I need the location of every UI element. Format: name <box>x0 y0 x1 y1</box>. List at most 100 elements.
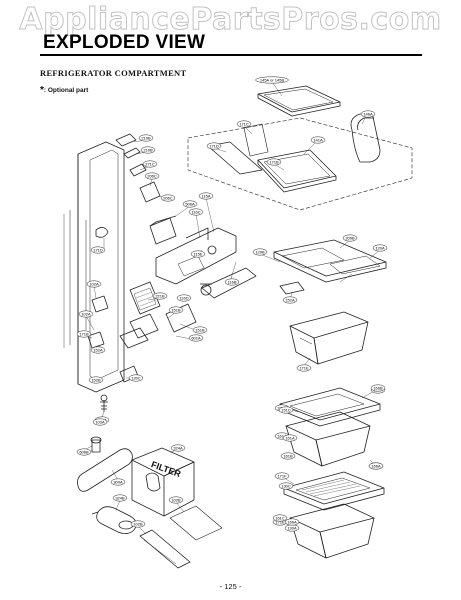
callout-bubble <box>272 514 288 522</box>
callout-label: 130A <box>287 526 297 531</box>
part-callout: 171B <box>76 330 92 338</box>
part-callout: 206C <box>144 172 160 180</box>
screws <box>100 394 108 412</box>
callout-label: 271C <box>145 162 155 167</box>
callout-bubble <box>140 146 156 154</box>
callout-label: 171C <box>239 122 249 127</box>
part-callout: 152A <box>282 296 298 304</box>
watermark-text: AppliancePartsPros.com <box>19 2 442 38</box>
callout-label: 324B <box>115 496 125 501</box>
callout-label: 141A <box>313 138 323 143</box>
part-callout: 152A <box>90 346 106 354</box>
callout-label: 116B <box>227 280 236 285</box>
page-number: - 125 - <box>219 582 242 591</box>
callout-label: 206C <box>163 196 173 201</box>
part-callout: 152B <box>88 376 104 384</box>
callout-bubble <box>176 294 192 302</box>
section-heading: REFRIGERATOR COMPARTMENT <box>40 68 187 78</box>
callout-group: 145A or 145B146A171C141A171D171B210B210B… <box>76 76 388 532</box>
page-title: EXPLODED VIEW <box>43 32 206 53</box>
callout-label: 171B <box>269 160 279 165</box>
part-callout: 151B <box>168 306 184 314</box>
callout-bubble <box>142 160 158 168</box>
callout-label: 152B <box>91 378 101 383</box>
callout-label: 324A <box>173 446 183 451</box>
middle-shelf <box>207 123 337 193</box>
cabinet-side-wall <box>63 141 125 393</box>
callout-label: 152A <box>93 348 103 353</box>
part-callout: 120C <box>128 374 144 382</box>
callout-label: 102A <box>89 282 99 287</box>
callout-bubble <box>90 246 106 254</box>
callout-bubble <box>188 208 204 216</box>
callout-bubble <box>252 248 268 256</box>
part-callout: 141A <box>310 136 326 144</box>
callout-bubble <box>224 278 240 286</box>
callout-bubble <box>76 330 92 338</box>
callout-bubble <box>310 136 326 144</box>
callout-label: 171D <box>93 248 103 253</box>
optional-part-note: *: Optional part <box>40 85 88 96</box>
callout-label: 161B <box>283 454 293 459</box>
part-callout: 102A <box>86 280 102 288</box>
callout-label: 506A <box>185 202 195 207</box>
callout-bubble <box>128 374 144 382</box>
part-callout: 206C <box>160 194 176 202</box>
callout-label: 200B <box>345 236 355 241</box>
part-callout: 601A <box>188 334 204 342</box>
callout-label: 151B <box>171 308 181 313</box>
callout-bubble <box>160 194 176 202</box>
filter-box <box>131 447 195 517</box>
callout-bubble <box>282 296 298 304</box>
part-callout: 130C <box>278 482 294 490</box>
water-filter <box>77 436 133 492</box>
callout-label: 166B <box>373 386 383 391</box>
callout-bubble <box>296 364 312 372</box>
callout-label: 171E <box>275 520 285 525</box>
callout-label: 171B <box>79 332 89 337</box>
callout-label: 206C <box>147 174 157 179</box>
callout-label: 130C <box>281 484 291 489</box>
callout-label: 115E <box>193 252 202 257</box>
callout-label: 606B <box>79 450 89 455</box>
callout-label: 300A <box>113 480 123 485</box>
callout-label: 151B <box>195 328 205 333</box>
part-callout: 151C <box>278 406 294 414</box>
callout-label: 161A <box>277 434 287 439</box>
part-callout: 300A <box>110 478 126 486</box>
part-callout: 116B <box>224 278 240 286</box>
part-callout: 171D <box>206 142 222 150</box>
callout-bubble <box>280 452 296 460</box>
callout-bubble <box>370 384 386 392</box>
part-callout: 271C <box>142 160 158 168</box>
callout-bubble <box>368 462 384 470</box>
part-callout: 161A <box>282 434 298 442</box>
part-callout: 171C <box>236 120 252 128</box>
callout-bubble <box>236 120 252 128</box>
control-parts <box>115 133 177 245</box>
callout-bubble <box>282 434 298 442</box>
control-box-assembly <box>155 227 257 299</box>
callout-bubble <box>170 444 186 452</box>
vegetable-drawer-cover <box>283 471 385 511</box>
shelf-group-outline <box>187 117 413 211</box>
callout-bubble <box>255 76 289 84</box>
callout-bubble <box>278 406 294 414</box>
part-callout: 115E <box>190 250 206 258</box>
callout-label: 152A <box>285 298 295 303</box>
filter-cartridge <box>91 506 137 534</box>
callout-label: 115A <box>201 194 210 199</box>
callout-bubble <box>110 478 126 486</box>
top-glass-shelf <box>257 85 341 117</box>
callout-label: 145A or 145B <box>260 78 285 83</box>
callout-label: 116C <box>191 210 200 215</box>
callout-label: 146A <box>363 112 373 117</box>
part-callout: 200B <box>342 234 358 242</box>
callout-bubble <box>206 142 222 150</box>
part-callout: 102A <box>78 310 94 318</box>
callout-bubble <box>86 280 102 288</box>
callout-bubble <box>78 310 94 318</box>
callout-bubble <box>188 334 204 342</box>
filter-housing-parts <box>139 472 223 569</box>
lamp-cover <box>119 281 197 349</box>
